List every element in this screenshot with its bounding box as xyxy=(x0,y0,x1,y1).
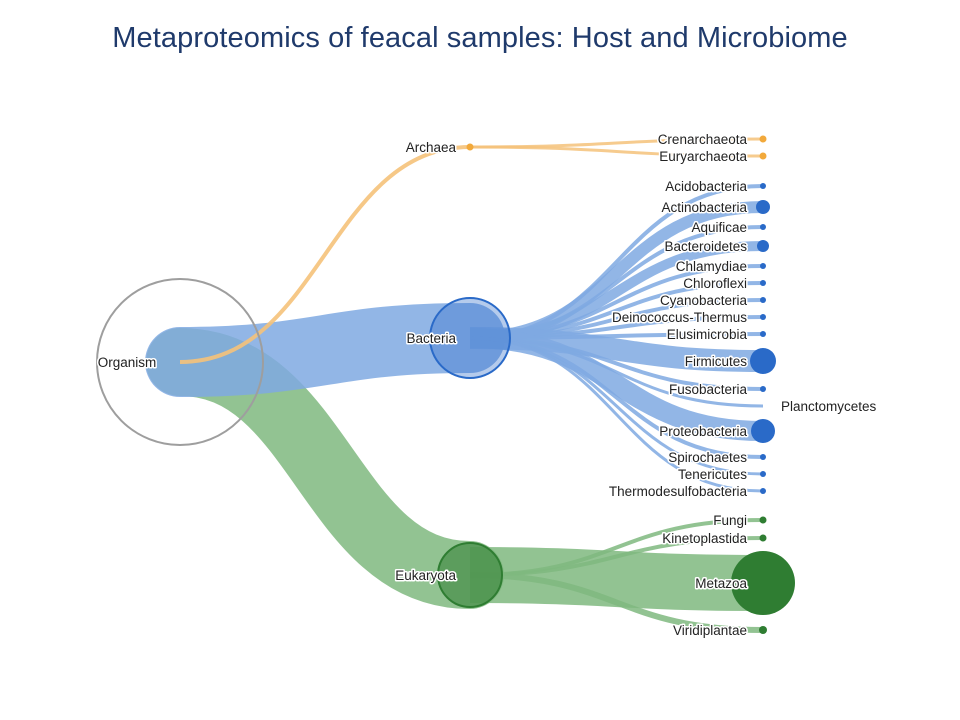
organism-label: Organism xyxy=(98,355,157,370)
leaf-nodes: CrenarchaeotaEuryarchaeotaAcidobacteriaA… xyxy=(607,131,878,640)
organism-node-ring[interactable] xyxy=(96,278,264,446)
viridiplantae-label: Viridiplantae xyxy=(673,623,747,638)
spirochaetes-node[interactable] xyxy=(760,454,766,460)
metazoa-node[interactable] xyxy=(731,551,795,615)
chlamydiae-node[interactable] xyxy=(760,263,766,269)
proteobacteria-node[interactable] xyxy=(751,419,775,443)
proteobacteria-label: Proteobacteria xyxy=(659,424,747,439)
bacteroidetes-node[interactable] xyxy=(757,240,769,252)
firmicutes-label: Firmicutes xyxy=(685,354,748,369)
bacteria-label: Bacteria xyxy=(406,331,456,346)
archaea-links xyxy=(469,137,764,158)
elusimicrobia-node[interactable] xyxy=(760,331,766,337)
bacteroidetes-label: Bacteroidetes xyxy=(664,239,747,254)
crenarchaeota-node[interactable] xyxy=(759,135,767,143)
eukaryota-links xyxy=(469,518,764,633)
euryarchaeota-node[interactable] xyxy=(759,152,767,160)
aquificae-label: Aquificae xyxy=(691,220,747,235)
elusimicrobia-label: Elusimicrobia xyxy=(667,327,748,342)
fungi-label: Fungi xyxy=(713,513,747,528)
link-viridiplantae xyxy=(469,572,764,633)
deinococcus-thermus-node[interactable] xyxy=(760,314,766,320)
acidobacteria-node[interactable] xyxy=(760,183,766,189)
fusobacteria-node[interactable] xyxy=(760,386,766,392)
chlamydiae-label: Chlamydiae xyxy=(676,259,747,274)
firmicutes-node[interactable] xyxy=(750,348,776,374)
euryarchaeota-label: Euryarchaeota xyxy=(659,149,747,164)
archaea-label: Archaea xyxy=(406,140,457,155)
spirochaetes-label: Spirochaetes xyxy=(668,450,747,465)
actinobacteria-label: Actinobacteria xyxy=(661,200,747,215)
chloroflexi-node[interactable] xyxy=(760,280,766,286)
kinetoplastida-node[interactable] xyxy=(759,534,767,542)
link-organism-bacteria xyxy=(145,303,505,397)
archaea-node[interactable] xyxy=(466,143,474,151)
deinococcus-thermus-label: Deinococcus-Thermus xyxy=(612,310,747,325)
fungi-node[interactable] xyxy=(759,516,767,524)
crenarchaeota-label: Crenarchaeota xyxy=(658,132,748,147)
thermodesulfobacteria-label: Thermodesulfobacteria xyxy=(609,484,748,499)
thermodesulfobacteria-node[interactable] xyxy=(760,488,766,494)
kinetoplastida-label: Kinetoplastida xyxy=(662,531,747,546)
link-euryarchaeota xyxy=(469,145,764,158)
eukaryota-label: Eukaryota xyxy=(395,568,456,583)
acidobacteria-label: Acidobacteria xyxy=(665,179,747,194)
eukaryota-node[interactable] xyxy=(437,542,503,608)
cyanobacteria-node[interactable] xyxy=(760,297,766,303)
bacteria-links xyxy=(469,184,764,493)
planctomycetes-label: Planctomycetes xyxy=(781,399,877,414)
chloroflexi-label: Chloroflexi xyxy=(683,276,747,291)
viridiplantae-node[interactable] xyxy=(759,626,767,634)
link-organism-archaea xyxy=(179,145,471,364)
link-thermodesulfobacteria xyxy=(469,336,764,493)
bacteria-node[interactable] xyxy=(429,297,511,379)
cyanobacteria-label: Cyanobacteria xyxy=(660,293,748,308)
actinobacteria-node[interactable] xyxy=(756,200,770,214)
aquificae-node[interactable] xyxy=(760,224,766,230)
root-links xyxy=(145,145,505,609)
metazoa-label: Metazoa xyxy=(695,576,747,591)
page-title: Metaproteomics of feacal samples: Host a… xyxy=(112,22,848,54)
fusobacteria-label: Fusobacteria xyxy=(669,382,748,397)
tenericutes-label: Tenericutes xyxy=(678,467,747,482)
tenericutes-node[interactable] xyxy=(760,471,766,477)
